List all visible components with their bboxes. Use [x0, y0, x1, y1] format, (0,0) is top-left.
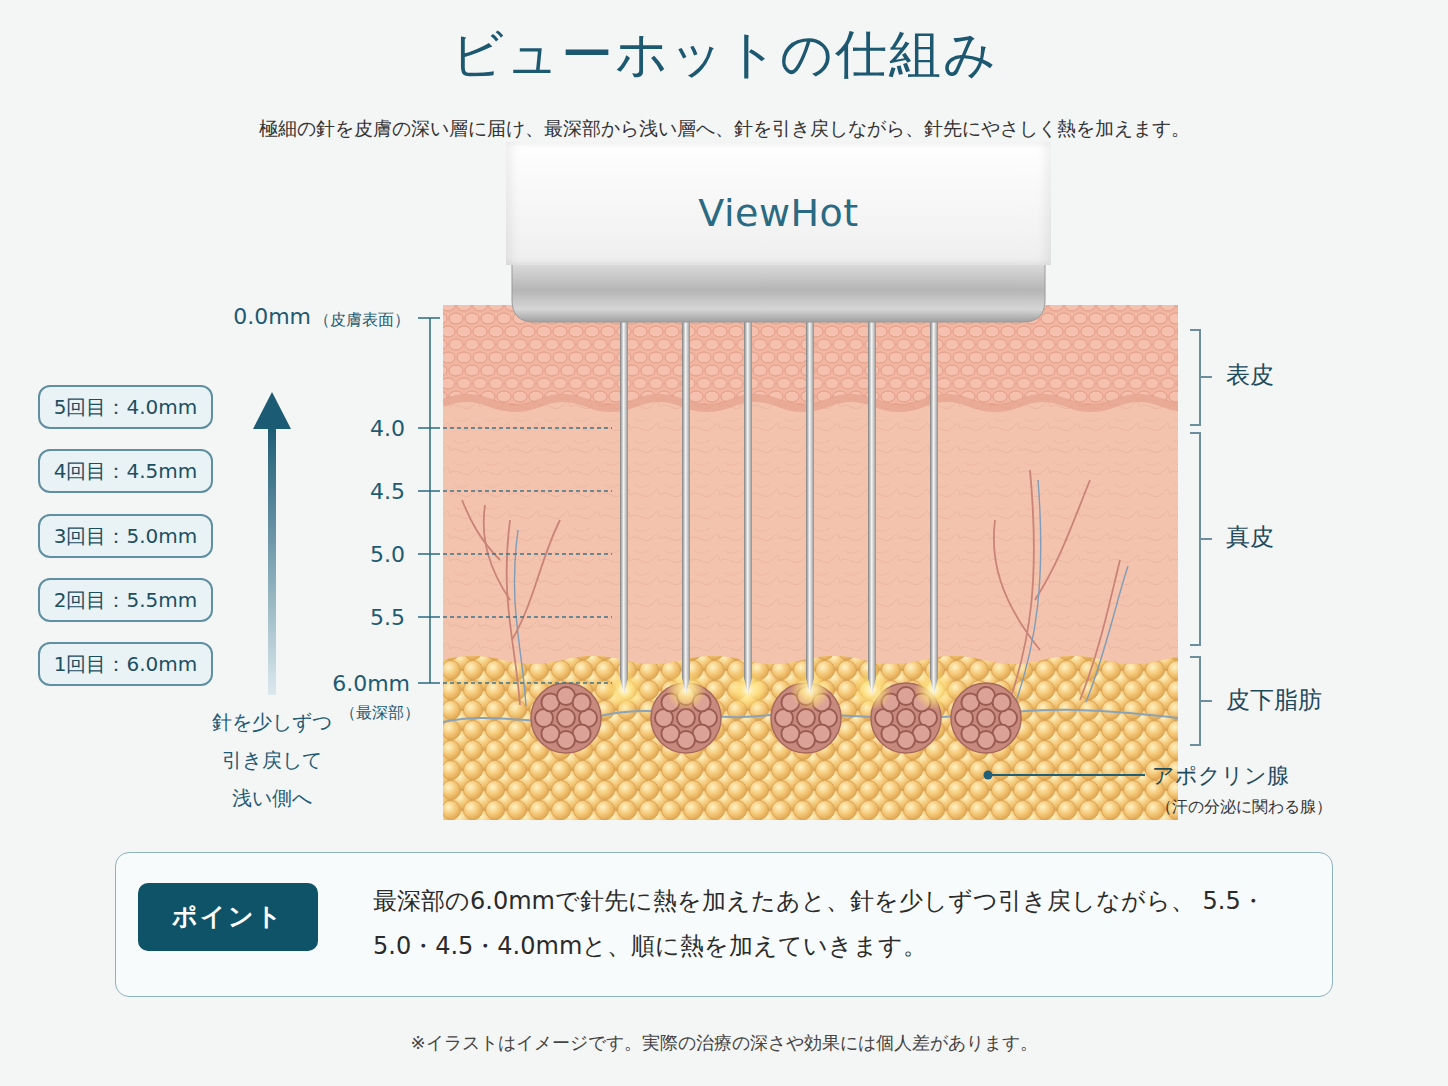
device-tip — [512, 258, 1045, 322]
depth-value-wrap: 5.0 — [370, 540, 405, 569]
withdraw-arrow — [253, 392, 291, 695]
step-pill: 4回目：4.5mm — [38, 449, 213, 493]
depth-value: 4.0 — [370, 414, 405, 443]
depth-note: （皮膚表面） — [314, 309, 410, 330]
arrow-caption: 針を少しずつ 引き戻して 浅い側へ — [202, 703, 342, 817]
depth-value: 4.5 — [370, 477, 405, 506]
depth-value-wrap: 6.0mm — [332, 669, 410, 698]
depth-value-wrap: 0.0mm — [233, 302, 311, 331]
layer-name-wrap: 真皮 — [1226, 522, 1274, 553]
subtitle: 極細の針を皮膚の深い層に届け、最深部から浅い層へ、針を引き戻しながら、針先にやさ… — [259, 116, 1190, 141]
step-pill-text: 5回目：4.0mm — [54, 395, 198, 419]
point-box-text: 最深部の6.0mmで針先に熱を加えたあと、針を少しずつ引き戻しながら、 5.5・… — [373, 879, 1273, 969]
part-note: （汗の分泌に関わる腺） — [1156, 796, 1332, 817]
title-wrap: ビューホットの仕組み — [0, 22, 1448, 86]
depth-value: 0.0mm — [233, 302, 311, 331]
needles — [620, 322, 938, 694]
part-name-wrap: アポクリン腺 — [1152, 761, 1289, 790]
device-head-text: ViewHot — [698, 190, 858, 236]
step-pill-text: 2回目：5.5mm — [54, 588, 198, 612]
diagram-title: ビューホットの仕組み — [451, 22, 998, 86]
point-box: 最深部の6.0mmで針先に熱を加えたあと、針を少しずつ引き戻しながら、 5.5・… — [115, 852, 1333, 997]
depth-value: 5.0 — [370, 540, 405, 569]
depth-note-wrap: （皮膚表面） — [314, 309, 410, 330]
depth-value-wrap: 4.0 — [370, 414, 405, 443]
part-note-wrap: （汗の分泌に関わる腺） — [1156, 796, 1332, 817]
point-tag: ポイント — [138, 883, 318, 951]
depth-note-wrap: （最深部） — [340, 702, 420, 723]
part-name: アポクリン腺 — [1152, 761, 1289, 790]
step-pill-text: 3回目：5.0mm — [54, 524, 198, 548]
layer-brackets — [1190, 330, 1212, 745]
footnote-wrap: ※イラストはイメージです。実際の治療の深さや効果には個人差があります。 — [410, 1031, 1037, 1054]
depth-value: 6.0mm — [332, 669, 410, 698]
footnote: ※イラストはイメージです。実際の治療の深さや効果には個人差があります。 — [410, 1031, 1037, 1054]
skin-block — [443, 305, 1178, 820]
step-pill-text: 4回目：4.5mm — [54, 459, 198, 483]
step-pill: 1回目：6.0mm — [38, 642, 213, 686]
depth-scale — [418, 318, 612, 683]
layer-name: 皮下脂肪 — [1226, 685, 1322, 716]
layer-name: 表皮 — [1226, 360, 1274, 391]
step-pill: 3回目：5.0mm — [38, 514, 213, 558]
step-pill-text: 1回目：6.0mm — [54, 652, 198, 676]
point-tag-text: ポイント — [172, 902, 284, 932]
layer-name-wrap: 皮下脂肪 — [1226, 685, 1322, 716]
depth-note: （最深部） — [340, 702, 420, 723]
depth-value: 5.5 — [370, 603, 405, 632]
gland-leader — [984, 771, 1146, 780]
layer-name-wrap: 表皮 — [1226, 360, 1274, 391]
subtitle-wrap: 極細の針を皮膚の深い層に届け、最深部から浅い層へ、針を引き戻しながら、針先にやさ… — [259, 116, 1190, 141]
arrow-caption-wrap: 針を少しずつ 引き戻して 浅い側へ — [202, 703, 342, 817]
device-head: ViewHot — [506, 142, 1051, 265]
depth-value-wrap: 4.5 — [370, 477, 405, 506]
step-pill: 5回目：4.0mm — [38, 385, 213, 429]
step-pill: 2回目：5.5mm — [38, 578, 213, 622]
depth-value-wrap: 5.5 — [370, 603, 405, 632]
layer-name: 真皮 — [1226, 522, 1274, 553]
